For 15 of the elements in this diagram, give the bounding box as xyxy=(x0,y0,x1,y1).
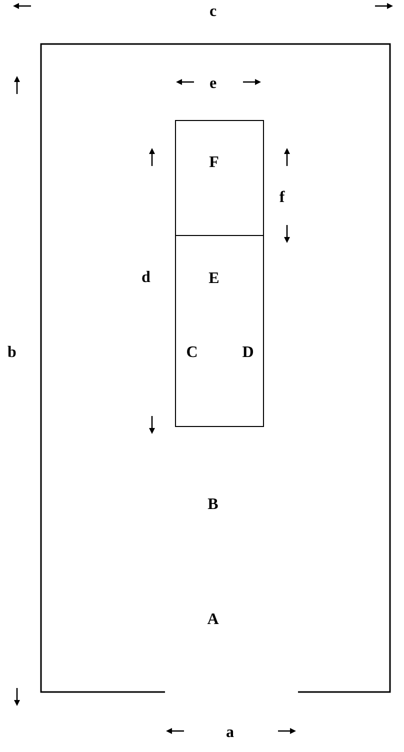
room-outline xyxy=(41,44,390,692)
area-letter: C xyxy=(186,345,198,361)
dimension-label: d xyxy=(142,270,150,286)
area-letter: D xyxy=(242,345,254,361)
area-letter: E xyxy=(208,271,220,287)
dimension-label: b xyxy=(8,345,16,361)
area-letter: A xyxy=(207,612,219,628)
area-box xyxy=(175,120,264,236)
area-letter: F xyxy=(209,155,219,171)
dimension-label: f xyxy=(279,190,285,206)
area-box xyxy=(175,235,264,427)
area-letter: B xyxy=(208,497,218,513)
dimension-label: a xyxy=(226,725,234,741)
dimension-label: e xyxy=(209,76,217,92)
dimension-label: c xyxy=(209,4,217,20)
